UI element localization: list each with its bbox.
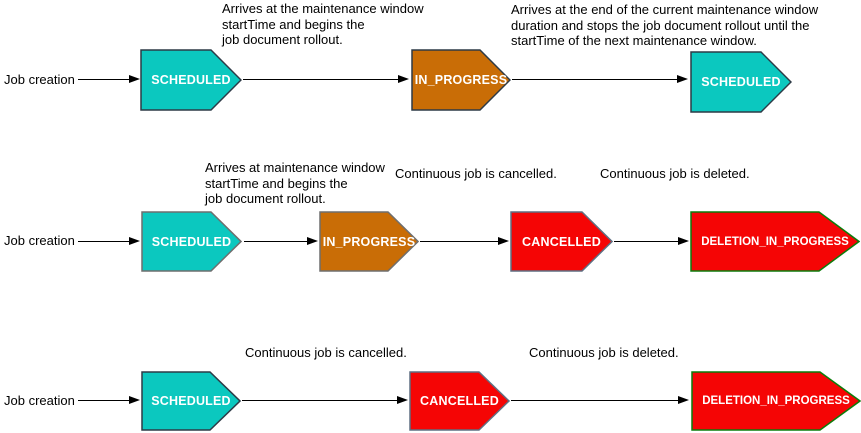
transition-arrow — [614, 236, 689, 247]
transition-arrow — [78, 236, 140, 247]
state-shape — [510, 211, 613, 272]
arrow-head-icon — [129, 237, 140, 245]
state-node-scheduled: SCHEDULED — [690, 51, 792, 113]
transition-arrow — [243, 74, 409, 85]
state-shape — [319, 211, 419, 272]
arrow-line — [512, 78, 680, 81]
state-shape — [691, 371, 861, 431]
state-node-scheduled: SCHEDULED — [141, 371, 241, 431]
transition-arrow — [78, 74, 140, 85]
transition-arrow — [420, 236, 509, 247]
state-label: IN_PROGRESS — [322, 234, 416, 249]
annotation: Arrives at the end of the current mainte… — [511, 2, 819, 48]
state-shape — [141, 211, 242, 272]
arrow-head-icon — [677, 75, 688, 83]
state-node-scheduled: SCHEDULED — [141, 211, 242, 272]
state-shape — [411, 49, 511, 111]
arrow-head-icon — [398, 75, 409, 83]
arrow-head-icon — [129, 396, 140, 404]
state-label: SCHEDULED — [151, 73, 231, 87]
state-label: SCHEDULED — [701, 75, 781, 89]
job-creation-label: Job creation — [4, 393, 75, 408]
job-creation-label: Job creation — [4, 233, 75, 248]
state-node-deletion-in-progress: DELETION_IN_PROGRESS — [691, 371, 861, 431]
state-node-deletion-in-progress: DELETION_IN_PROGRESS — [690, 211, 860, 272]
job-creation-label: Job creation — [4, 72, 75, 87]
arrow-head-icon — [307, 237, 318, 245]
state-label: IN_PROGRESS — [414, 73, 508, 87]
annotation: Continuous job is deleted. — [600, 166, 750, 181]
arrow-line — [243, 78, 401, 81]
state-node-in-progress: IN_PROGRESS — [411, 49, 511, 111]
transition-arrow — [242, 395, 408, 406]
arrow-line — [244, 240, 310, 243]
state-label: CANCELLED — [522, 234, 601, 249]
annotation: Arrives at maintenance window startTime … — [205, 160, 385, 206]
state-label: CANCELLED — [420, 394, 499, 408]
annotation: Continuous job is cancelled. — [245, 345, 407, 360]
state-node-cancelled: CANCELLED — [409, 371, 510, 431]
arrow-line — [242, 399, 400, 402]
state-label: SCHEDULED — [151, 234, 232, 249]
annotation: Continuous job is deleted. — [529, 345, 679, 360]
arrow-head-icon — [678, 396, 689, 404]
annotation: Arrives at the maintenance window startT… — [222, 1, 424, 47]
arrow-head-icon — [678, 237, 689, 245]
transition-arrow — [511, 395, 689, 406]
state-node-in-progress: IN_PROGRESS — [319, 211, 419, 272]
state-shape — [690, 211, 860, 272]
state-shape — [140, 49, 242, 111]
state-shape — [409, 371, 510, 431]
arrow-head-icon — [129, 75, 140, 83]
arrow-line — [78, 78, 132, 81]
state-shape — [141, 371, 241, 431]
transition-arrow — [244, 236, 318, 247]
arrow-head-icon — [397, 396, 408, 404]
transition-arrow — [78, 395, 140, 406]
annotation: Continuous job is cancelled. — [395, 166, 557, 181]
arrow-line — [420, 240, 501, 243]
state-label: DELETION_IN_PROGRESS — [702, 395, 850, 407]
arrow-line — [78, 399, 132, 402]
state-node-scheduled: SCHEDULED — [140, 49, 242, 111]
arrow-head-icon — [498, 237, 509, 245]
transition-arrow — [512, 74, 688, 85]
arrow-line — [78, 240, 132, 243]
state-label: SCHEDULED — [151, 394, 231, 408]
arrow-line — [511, 399, 681, 402]
state-node-cancelled: CANCELLED — [510, 211, 613, 272]
state-label: DELETION_IN_PROGRESS — [701, 235, 849, 248]
state-shape — [690, 51, 792, 113]
arrow-line — [614, 240, 681, 243]
